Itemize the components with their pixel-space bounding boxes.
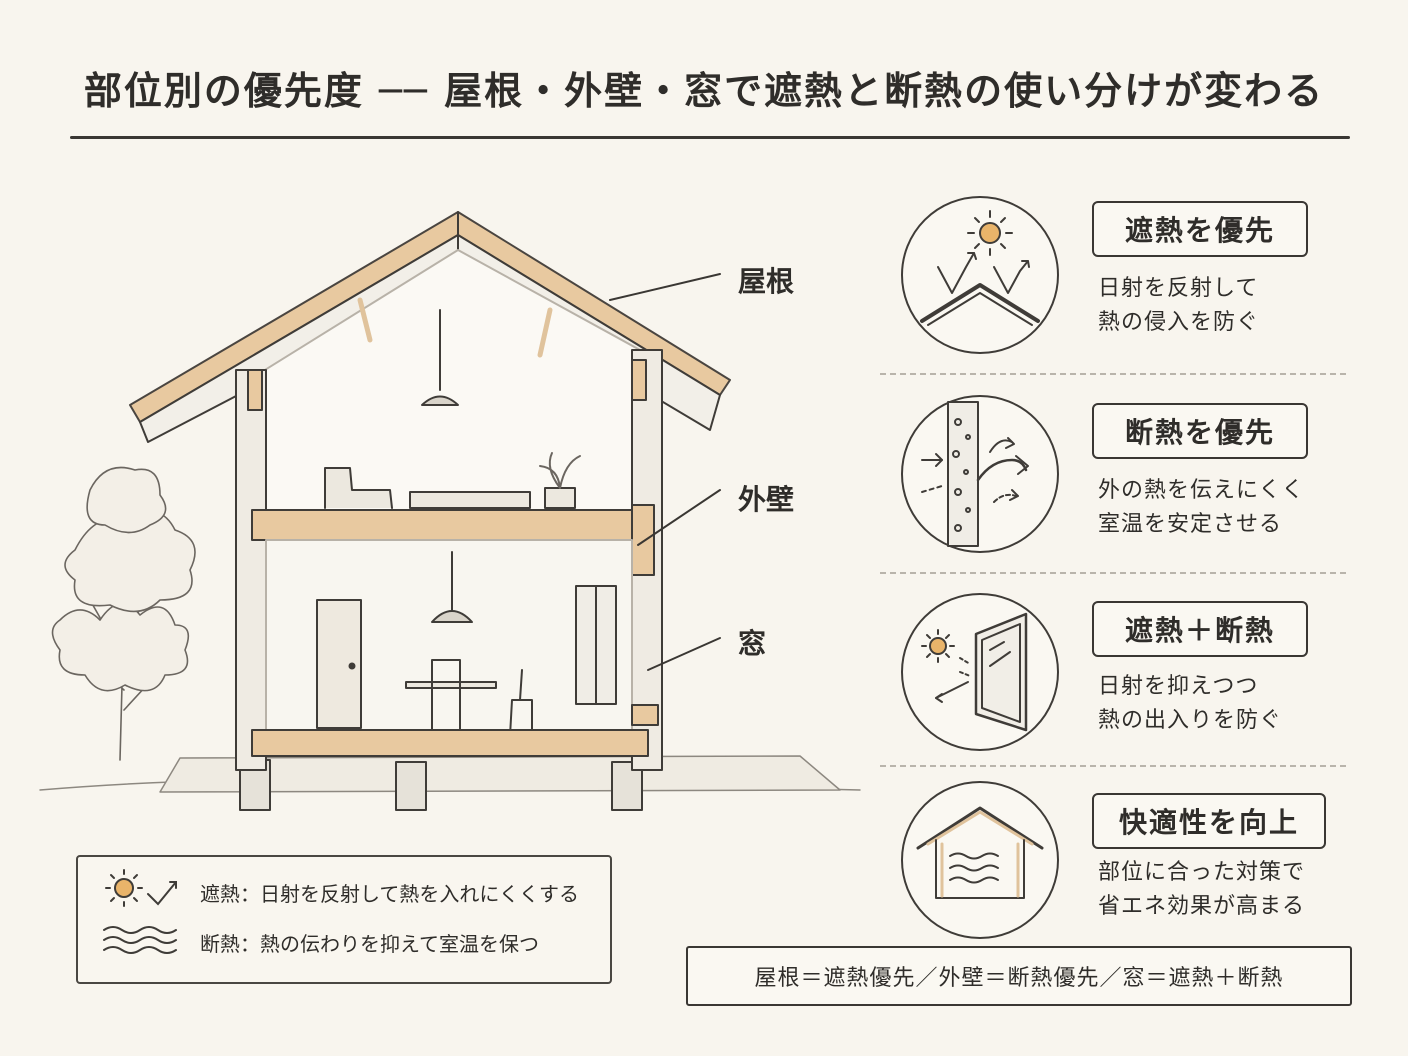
page-title: 部位別の優先度 ── 屋根・外壁・窓で遮熱と断熱の使い分けが変わる	[83, 69, 1325, 113]
legend-insulation: 断熱：熱の伝わりを抑えて室温を保つ	[200, 932, 539, 956]
legend-shading: 遮熱：日射を反射して熱を入れにくくする	[200, 882, 579, 906]
panel-2-line-2: 室温を安定させる	[1098, 512, 1283, 537]
panel-1-description: 日射を反射して 熱の侵入を防ぐ	[1098, 272, 1259, 340]
sun-check-icon	[105, 869, 177, 907]
badge-comfort-improvement: 快適性を向上	[1092, 793, 1326, 849]
panel-4-description: 部位に合った対策で 省エネ効果が高まる	[1098, 856, 1305, 924]
panel-3-line-1: 日射を抑えつつ	[1098, 674, 1259, 699]
divider	[880, 572, 1346, 574]
callout-wall: 外壁	[738, 483, 795, 516]
panel-1-line-2: 熱の侵入を防ぐ	[1098, 310, 1260, 335]
insulated-wall-icon	[901, 395, 1059, 553]
panel-4-line-2: 省エネ効果が高まる	[1098, 894, 1306, 919]
callout-roof: 屋根	[738, 265, 795, 298]
callout-window: 窓	[738, 627, 767, 660]
sun-reflect-roof-icon	[901, 196, 1059, 354]
panel-4-line-1: 部位に合った対策で	[1098, 860, 1306, 885]
divider	[880, 765, 1346, 767]
sun-window-icon	[901, 593, 1059, 751]
badge-shading-plus-insulation: 遮熱＋断熱	[1092, 601, 1308, 657]
tree-illustration	[51, 466, 196, 761]
panel-2-line-1: 外の熱を伝えにくく	[1098, 478, 1305, 503]
house-cross-section-illustration	[39, 211, 861, 811]
badge-insulation-priority: 断熱を優先	[1092, 403, 1308, 459]
badge-shading-priority: 遮熱を優先	[1092, 201, 1308, 257]
summary-box: 屋根＝遮熱優先／外壁＝断熱優先／窓＝遮熱＋断熱	[686, 946, 1352, 1006]
panel-1-line-1: 日射を反射して	[1098, 276, 1259, 301]
heat-wave-icon	[103, 926, 177, 954]
panel-3-description: 日射を抑えつつ 熱の出入りを防ぐ	[1098, 670, 1282, 738]
title-underline	[70, 136, 1350, 139]
panel-3-line-2: 熱の出入りを防ぐ	[1098, 708, 1283, 733]
house-comfort-icon	[901, 781, 1059, 939]
legend-box	[76, 855, 612, 984]
panel-2-description: 外の熱を伝えにくく 室温を安定させる	[1098, 474, 1305, 542]
divider	[880, 373, 1346, 375]
